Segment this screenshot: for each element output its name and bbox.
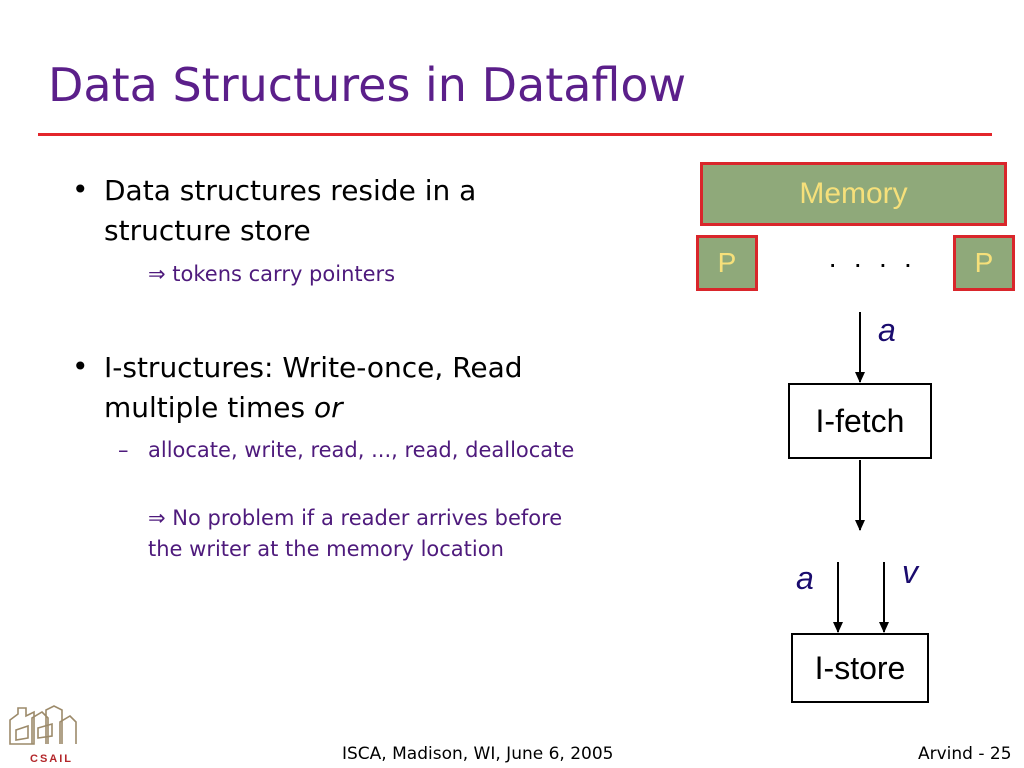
dash-item-text: allocate, write, read, ..., read, deallo…: [148, 438, 575, 462]
bullet-1-subpoint: ⇒ tokens carry pointers: [148, 259, 395, 290]
arrowhead-istore-v: [879, 622, 889, 633]
bullet-2-line-1: I-structures: Write-once, Read: [104, 351, 523, 384]
bullet-marker-2: •: [72, 350, 89, 383]
note-line-1-text: No problem if a reader arrives before: [172, 506, 563, 530]
istore-input-v: v: [902, 554, 918, 590]
istore-node: I-store: [791, 633, 929, 703]
bullet-2-line-2-italic: or: [314, 391, 343, 424]
memory-box: Memory: [700, 162, 1007, 226]
ifetch-input-a: a: [878, 312, 896, 348]
footer-page-number: Arvind - 25: [918, 744, 1012, 764]
note-line-1: ⇒ No problem if a reader arrives before: [148, 503, 562, 534]
logo-text: CSAIL: [30, 753, 73, 765]
dash-marker: –: [118, 438, 129, 462]
note-line-2: the writer at the memory location: [148, 537, 504, 561]
bullet-1-line-2: structure store: [104, 214, 311, 247]
ifetch-node: I-fetch: [788, 383, 932, 459]
processor-box-left: P: [696, 235, 758, 291]
csail-logo-icon: CSAIL: [9, 705, 77, 765]
bullet-1-subpoint-text: tokens carry pointers: [172, 262, 396, 286]
arrowhead-istore-a: [833, 622, 843, 633]
bullet-marker-1: •: [72, 173, 89, 206]
bullet-1-line-1: Data structures reside in a: [104, 174, 477, 207]
footer-center: ISCA, Madison, WI, June 6, 2005: [342, 744, 614, 764]
arrowhead-ifetch: [855, 372, 865, 383]
implies-arrow-icon: ⇒: [148, 262, 166, 286]
implies-arrow-icon: ⇒: [148, 506, 166, 530]
processor-box-right: P: [953, 235, 1015, 291]
slide-title: Data Structures in Dataflow: [48, 58, 687, 112]
arrowhead-ifetch-output: [855, 520, 865, 531]
bullet-2-line-2: multiple times or: [104, 388, 343, 428]
bullet-2-line-2-plain: multiple times: [104, 391, 314, 424]
ellipsis: · · · ·: [828, 248, 917, 279]
istore-input-a: a: [796, 560, 814, 596]
title-divider: [38, 133, 992, 136]
